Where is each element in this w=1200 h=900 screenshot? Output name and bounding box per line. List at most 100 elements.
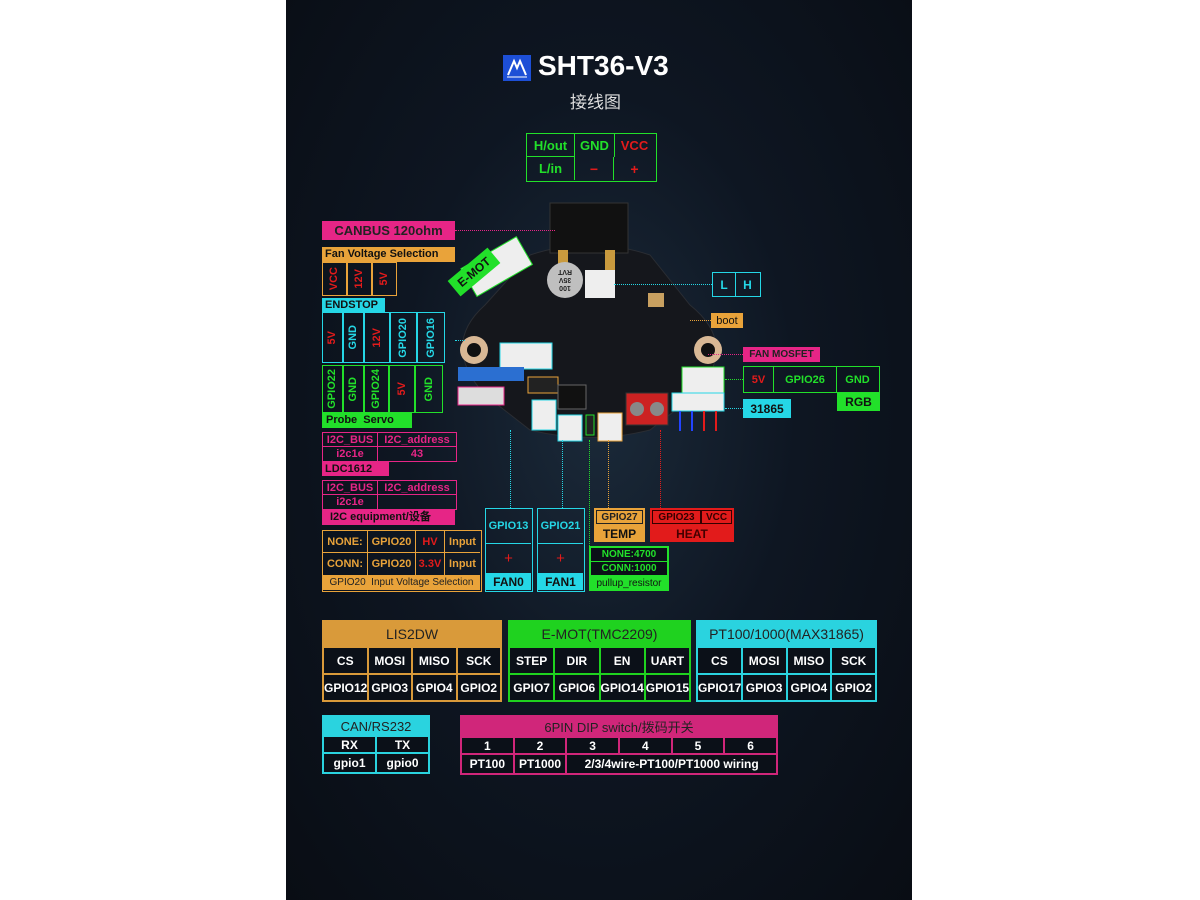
max31865-title: PT100/1000(MAX31865) xyxy=(696,620,877,648)
dip-switch-header-cell: 6 xyxy=(723,736,778,755)
l-label: L xyxy=(713,273,736,296)
emot-tmc2209-title: E-MOT(TMC2209) xyxy=(508,620,691,648)
gnd-label: GND xyxy=(580,138,609,153)
dip-switch-header-cell: 5 xyxy=(670,736,726,755)
pullup-label: pullup_resistor xyxy=(596,578,662,589)
i2c-address-header: I2C_address xyxy=(378,481,456,495)
dip-switch-header-cell: 2 xyxy=(512,736,568,755)
fan0-plus: + xyxy=(504,550,513,567)
gpio20-cell: Input xyxy=(449,558,476,570)
emot-tmc2209-header-cell: DIR xyxy=(553,646,601,675)
i2c-address-header: I2C_address xyxy=(378,433,456,447)
pullup-conn: CONN:1000 xyxy=(591,562,667,575)
sht36-board-image xyxy=(457,202,725,442)
i2c-bus-value: i2c1e xyxy=(323,495,378,509)
rgb-cell: 5V xyxy=(744,367,774,392)
pullup-none: NONE:4700 xyxy=(591,548,667,561)
probe-cell: GPIO22 xyxy=(326,369,338,409)
i2c-bus-header: I2C_BUS xyxy=(323,481,378,495)
dip-switch-header-cell: 3 xyxy=(565,736,620,755)
fan1-label: FAN1 xyxy=(538,573,583,590)
page-subtitle: 接线图 xyxy=(570,93,621,112)
fan1-pinout: GPIO21 + FAN1 xyxy=(537,508,585,592)
emot-tmc2209-value-cell: GPIO14 xyxy=(598,673,646,702)
max31865-header-cell: CS xyxy=(696,646,743,675)
hout-label: H/out xyxy=(527,134,575,157)
rgb-cell: GND xyxy=(845,373,870,386)
leader-line xyxy=(455,230,555,231)
h-label: H xyxy=(743,277,752,292)
capacitor-marking: 100 35V RVT xyxy=(558,268,572,291)
probe-cell: 5V xyxy=(395,382,408,396)
lis2dw-value-cell: GPIO2 xyxy=(455,673,502,702)
max31865-header-cell: MOSI xyxy=(740,646,788,675)
lis2dw-title: LIS2DW xyxy=(322,620,502,648)
emot-tmc2209-value-cell: GPIO15 xyxy=(643,673,692,702)
heat-vcc: VCC xyxy=(701,510,732,524)
i2c-ldc1612-table: I2C_BUS I2C_address i2c1e 43 xyxy=(322,432,457,462)
dip-switch-value-cell: PT100 xyxy=(460,753,515,775)
mellow-logo xyxy=(503,55,531,81)
dip-switch-value-cell: 2/3/4wire-PT100/PT1000 wiring xyxy=(565,753,778,775)
max31865-value-cell: GPIO4 xyxy=(785,673,833,702)
i2c-equipment-table: I2C_BUS I2C_address i2c1e xyxy=(322,480,457,510)
lis2dw-header-cell: CS xyxy=(322,646,369,675)
canbus-label: CANBUS 120ohm xyxy=(322,221,455,240)
dip-switch-header-cell: 4 xyxy=(617,736,673,755)
probe-cells: GPIO22 GND GPIO24 5V GND xyxy=(322,365,443,413)
probe-cell: GND xyxy=(422,376,435,402)
endstop-title: ENDSTOP xyxy=(322,298,385,312)
fan0-label: FAN0 xyxy=(486,573,531,590)
endstop-cell: 5V xyxy=(326,330,338,345)
temp-label: TEMP xyxy=(602,526,637,541)
gpio20-cell: GPIO20 xyxy=(368,553,416,575)
fan-voltage-cell: 12V xyxy=(353,269,365,289)
i2c-bus-header: I2C_BUS xyxy=(323,433,378,447)
leader-line xyxy=(510,430,511,508)
endstop-cell: 12V xyxy=(370,327,383,348)
temp-gpio: GPIO27 xyxy=(596,510,643,524)
lis2dw-value-cell: GPIO4 xyxy=(411,673,458,702)
probe-cell: GPIO24 xyxy=(370,369,382,409)
page-title: SHT36-V3 xyxy=(538,50,669,81)
fan1-gpio: GPIO21 xyxy=(538,509,583,544)
leader-line xyxy=(589,440,590,546)
emot-tmc2209-header-cell: UART xyxy=(643,646,692,675)
max31865-header-cell: MISO xyxy=(785,646,833,675)
fan0-gpio: GPIO13 xyxy=(486,509,531,544)
dip-switch-header-cell: 1 xyxy=(460,736,515,755)
rgb-label: RGB xyxy=(837,393,880,411)
probe-cell: GND xyxy=(347,376,359,402)
fan-mosfet-label: FAN MOSFET xyxy=(743,347,820,362)
fan-voltage-cell: VCC xyxy=(328,267,340,291)
temp-pinout: GPIO27 TEMP xyxy=(594,508,645,542)
gpio20-cell: GPIO20 xyxy=(368,531,416,553)
lis2dw-header-cell: MISO xyxy=(411,646,458,675)
endstop-cell: GPIO20 xyxy=(397,317,409,358)
can-termination-lh: L H xyxy=(712,272,761,297)
leader-line xyxy=(725,408,743,409)
gpio20-cell: Input xyxy=(445,531,480,553)
probe-servo-title: Probe Servo xyxy=(322,413,412,428)
leader-line xyxy=(708,354,743,355)
heat-pinout: GPIO23 VCC HEAT xyxy=(650,508,734,542)
i2c-bus-value: i2c1e xyxy=(323,447,378,461)
heat-label: HEAT xyxy=(676,526,708,541)
emot-tmc2209-value-cell: GPIO6 xyxy=(553,673,601,702)
leader-line xyxy=(690,320,711,321)
boot-label: boot xyxy=(711,313,743,328)
i2c-address-value xyxy=(378,495,456,509)
gpio20-cell: 3.3V xyxy=(416,553,445,575)
dip-switch-value-cell: PT1000 xyxy=(512,753,568,775)
gpio20-cell: CONN: xyxy=(323,553,368,575)
power-pinout: H/out L/in GND − VCC + xyxy=(526,133,657,182)
ldc1612-label: LDC1612 xyxy=(322,462,389,476)
can-rs232-value-cell: gpio0 xyxy=(375,752,430,774)
gpio20-cell: NONE: xyxy=(323,531,368,553)
fan-voltage-cells: VCC 12V 5V xyxy=(322,262,397,296)
